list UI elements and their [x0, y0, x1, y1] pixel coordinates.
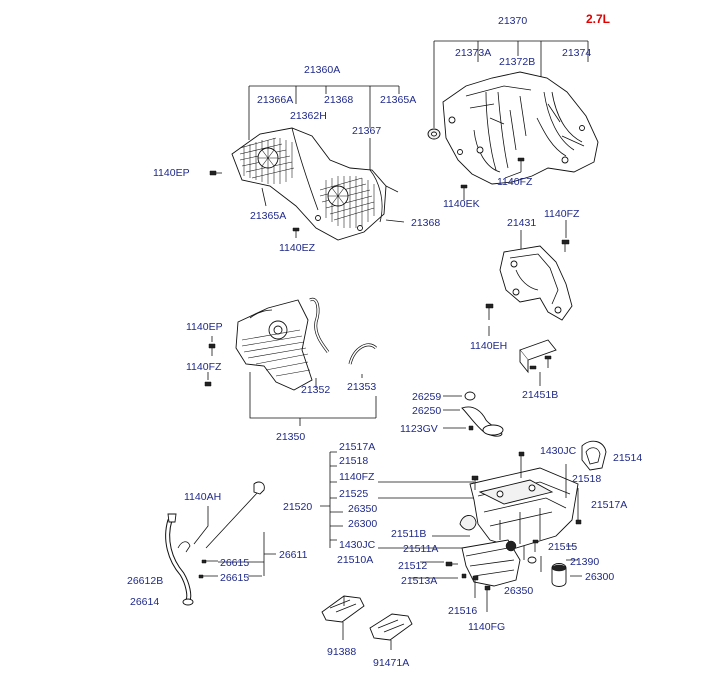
label-21372B: 21372B — [499, 56, 535, 68]
bracket-plate — [499, 245, 573, 321]
label-26614: 26614 — [130, 596, 159, 608]
drain-plug — [505, 540, 517, 552]
label-1430JC-left: 1430JC — [339, 539, 376, 551]
label-1140FZ-pan: 1140FZ — [339, 471, 375, 483]
engine-bracket-group — [485, 220, 573, 386]
label-21513A: 21513A — [401, 575, 437, 587]
oil-pan-group — [320, 440, 607, 612]
label-21520: 21520 — [283, 501, 312, 513]
label-21525: 21525 — [339, 488, 368, 500]
label-21366A: 21366A — [257, 94, 293, 106]
label-21362H: 21362H — [290, 110, 327, 122]
label-26615-a: 26615 — [220, 557, 249, 569]
label-21517A-left: 21517A — [339, 441, 375, 453]
label-21511A: 21511A — [403, 543, 438, 555]
label-1430JC-right: 1430JC — [540, 445, 577, 457]
label-21370: 21370 — [498, 15, 527, 27]
label-21360A: 21360A — [304, 64, 340, 76]
label-1140EZ: 1140EZ — [279, 242, 316, 254]
label-21517A-right: 21517A — [591, 499, 627, 511]
upper-timing-cover-group — [209, 85, 405, 241]
oil-level-gauge-group — [165, 481, 276, 606]
label-26612B: 26612B — [127, 575, 163, 587]
bracket-91471A — [369, 613, 413, 641]
label-26300-right: 26300 — [585, 571, 614, 583]
strainer-gasket — [464, 391, 476, 401]
label-21518-left: 21518 — [339, 455, 368, 467]
rear-timing-cover-group — [427, 40, 599, 200]
lower-timing-cover — [235, 299, 313, 391]
label-26250: 26250 — [412, 405, 441, 417]
label-21518-right: 21518 — [572, 473, 601, 485]
label-21516: 21516 — [448, 605, 477, 617]
label-21510A: 21510A — [337, 554, 373, 566]
clip-brackets-group — [321, 595, 413, 650]
label-1140EP-mid: 1140EP — [186, 321, 223, 333]
lower-timing-cover-group — [204, 297, 378, 426]
label-21365A-top: 21365A — [380, 94, 416, 106]
label-21367: 21367 — [352, 125, 381, 137]
dipstick-tube-top — [167, 513, 177, 523]
label-21368-top: 21368 — [324, 94, 353, 106]
label-21511B: 21511B — [391, 528, 426, 540]
label-21515: 21515 — [548, 541, 577, 553]
timing-seal-strip — [309, 297, 330, 353]
label-26615-b: 26615 — [220, 572, 249, 584]
washer-21390 — [527, 556, 537, 564]
label-21353: 21353 — [347, 381, 376, 393]
o-ring-26614 — [182, 598, 194, 606]
label-26350-left: 26350 — [348, 503, 377, 515]
label-1140FZ-mid: 1140FZ — [186, 361, 222, 373]
oil-strainer-group — [443, 391, 504, 437]
label-26300-left: 26300 — [348, 518, 377, 530]
label-26259: 26259 — [412, 391, 441, 403]
label-1140FZ-top: 1140FZ — [497, 176, 533, 188]
label-1140FZ-right: 1140FZ — [544, 208, 580, 220]
label-21514: 21514 — [613, 452, 642, 464]
label-91388: 91388 — [327, 646, 356, 658]
label-21390: 21390 — [570, 556, 599, 568]
dipstick-handle — [253, 481, 265, 495]
gasket-21514 — [581, 440, 607, 471]
label-21373A: 21373A — [455, 47, 491, 59]
label-26611: 26611 — [279, 549, 308, 561]
label-21365A-bot: 21365A — [250, 210, 286, 222]
label-21451B: 21451B — [522, 389, 558, 401]
label-21512: 21512 — [398, 560, 427, 572]
label-1140FG: 1140FG — [468, 621, 505, 633]
label-1140AH: 1140AH — [184, 491, 221, 503]
label-1123GV: 1123GV — [400, 423, 438, 435]
label-1140EP-top: 1140EP — [153, 167, 190, 179]
label-1140EH: 1140EH — [470, 340, 507, 352]
label-21352: 21352 — [301, 384, 330, 396]
engine-label: 2.7L — [586, 12, 610, 26]
label-21431: 21431 — [507, 217, 536, 229]
label-1140EK: 1140EK — [443, 198, 480, 210]
upper-oil-pan — [469, 467, 579, 549]
label-91471A: 91471A — [373, 657, 409, 669]
label-21350: 21350 — [276, 431, 305, 443]
label-21368-bot: 21368 — [411, 217, 440, 229]
label-26350-right: 26350 — [504, 585, 533, 597]
label-21374: 21374 — [562, 47, 591, 59]
